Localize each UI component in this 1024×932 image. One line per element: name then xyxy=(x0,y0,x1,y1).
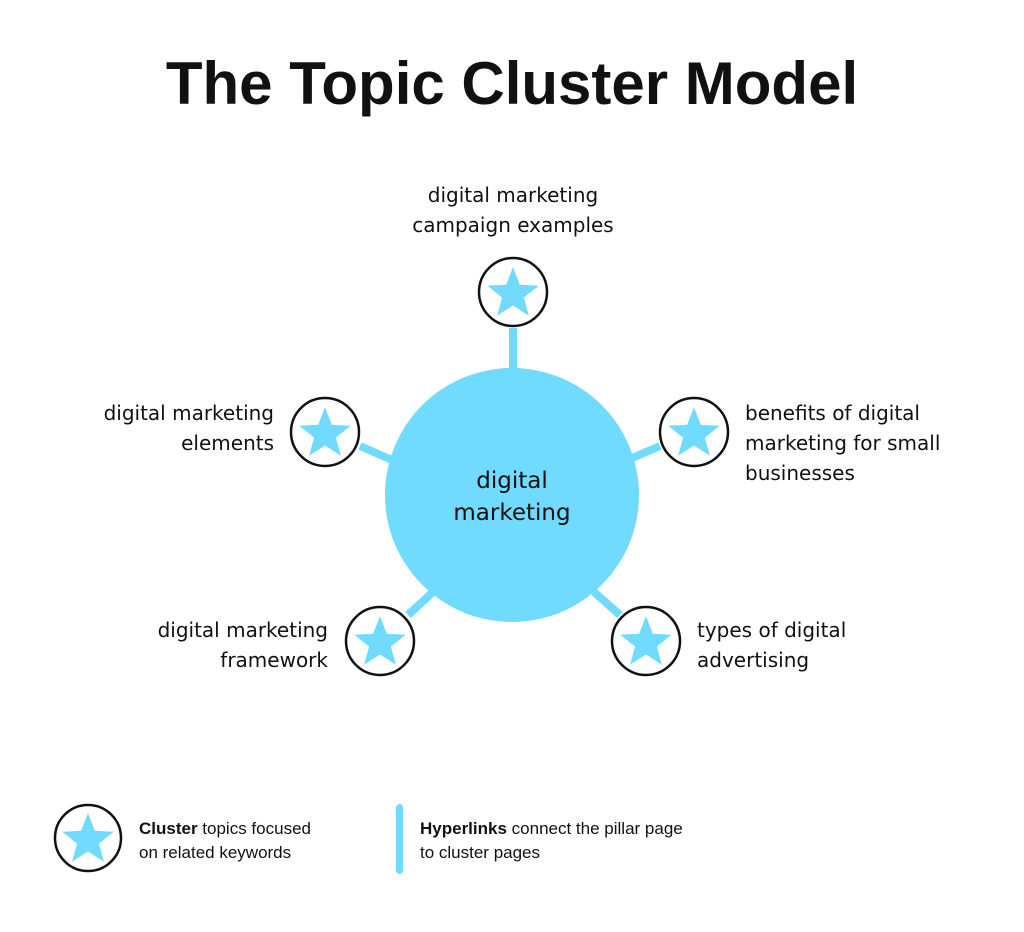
pillar-circle xyxy=(385,368,639,622)
cluster-bottom-left-line-1: digital marketing xyxy=(158,618,328,642)
cluster-right-line-3: businesses xyxy=(745,461,855,485)
cluster-right-line-1: benefits of digital xyxy=(745,401,920,425)
page-title: The Topic Cluster Model xyxy=(166,50,858,117)
cluster-left-line-2: elements xyxy=(181,431,274,455)
legend-hyperlinks-line-2: to cluster pages xyxy=(420,843,540,862)
star-icon xyxy=(620,616,672,665)
cluster-right-line-2: marketing for small xyxy=(745,431,940,455)
star-icon xyxy=(62,813,114,862)
legend-cluster-node xyxy=(53,803,123,873)
cluster-top-line-2: campaign examples xyxy=(412,213,613,237)
cluster-node-top xyxy=(477,256,549,328)
cluster-bottom-right-line-2: advertising xyxy=(697,648,809,672)
connector-right xyxy=(630,442,662,462)
legend-hyperlink-bar xyxy=(396,804,403,874)
pillar-label-line-2: marketing xyxy=(453,500,570,526)
cluster-node-right xyxy=(658,396,730,468)
cluster-bottom-left-line-2: framework xyxy=(220,648,328,672)
connector-left xyxy=(358,442,394,464)
hyperlink-connectors xyxy=(358,328,662,618)
cluster-node-bottom-left xyxy=(344,605,416,677)
star-icon xyxy=(668,407,720,456)
legend-cluster-line-2: on related keywords xyxy=(139,843,291,862)
legend-cluster-line-1: Cluster topics focused xyxy=(139,819,311,838)
legend-hyperlinks-line-1: Hyperlinks connect the pillar page xyxy=(420,819,683,838)
cluster-bottom-right-line-1: types of digital xyxy=(697,618,846,642)
cluster-top-line-1: digital marketing xyxy=(428,183,598,207)
connector-bottom-left xyxy=(405,589,436,618)
star-icon xyxy=(487,267,539,316)
connector-bottom-right xyxy=(591,589,623,618)
cluster-node-left xyxy=(289,396,361,468)
star-icon xyxy=(354,616,406,665)
cluster-left-line-1: digital marketing xyxy=(104,401,274,425)
pillar-label-line-1: digital xyxy=(476,468,547,494)
star-icon xyxy=(299,407,351,456)
cluster-node-bottom-right xyxy=(610,605,682,677)
